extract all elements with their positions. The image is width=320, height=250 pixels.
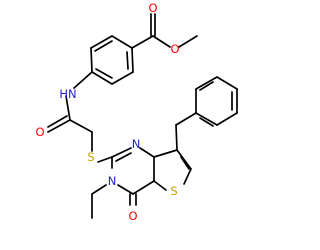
bond <box>175 112 197 126</box>
bond <box>153 149 178 158</box>
amide-nitrogen-label: HN <box>59 87 76 101</box>
atom-label-layer: O O HN O S N N O S <box>35 1 179 223</box>
bond <box>153 180 167 191</box>
bond <box>176 149 192 170</box>
ester-carbonyl-oxygen-label: O <box>148 1 157 15</box>
bond <box>152 35 171 48</box>
bond <box>183 168 192 185</box>
bond <box>90 35 113 49</box>
bond <box>117 184 134 195</box>
amide-oxygen-label: O <box>35 125 44 139</box>
ester-ether-oxygen-label: O <box>170 42 179 56</box>
bond <box>216 112 238 126</box>
bond <box>97 156 113 163</box>
bond <box>131 35 154 49</box>
ring-oxygen-label: O <box>128 209 137 223</box>
bond <box>65 95 71 121</box>
ring-nitrogen-upper-label: N <box>132 137 141 151</box>
bond <box>47 115 68 128</box>
molecule-structure: O O HN O S N N O S <box>35 1 238 223</box>
bond <box>199 117 214 127</box>
bond <box>91 184 107 195</box>
bond <box>91 71 113 85</box>
bond <box>199 81 214 91</box>
bond <box>115 152 132 162</box>
thioether-sulfur-label: S <box>87 150 94 164</box>
bond <box>47 119 71 133</box>
bond <box>95 68 113 79</box>
bond <box>132 180 155 195</box>
bond <box>94 40 113 52</box>
bond <box>216 76 238 90</box>
bond <box>69 119 93 133</box>
molecule-canvas: O O HN O S N N O S <box>35 1 238 223</box>
bond <box>180 156 190 170</box>
bond <box>175 124 178 151</box>
bond <box>73 71 93 89</box>
bond <box>139 147 155 158</box>
bond-layer <box>47 13 238 219</box>
bond <box>111 71 134 85</box>
bond <box>178 35 198 48</box>
bond <box>111 147 132 158</box>
bond <box>131 47 134 73</box>
bond <box>90 47 93 73</box>
bond <box>195 76 218 90</box>
bond <box>111 35 133 49</box>
bond <box>195 112 218 126</box>
bond <box>126 51 129 70</box>
ring-nitrogen-lower-label: N <box>108 174 117 188</box>
thiophene-sulfur-label: S <box>170 184 177 198</box>
